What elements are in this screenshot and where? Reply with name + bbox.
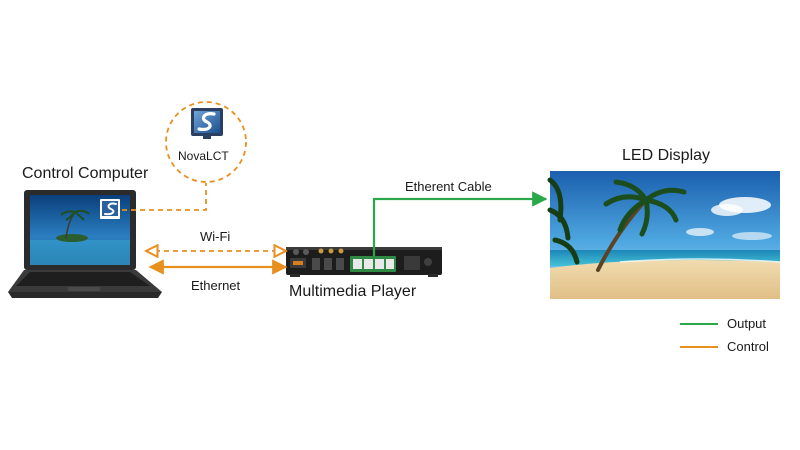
multimedia-player-box-icon bbox=[286, 247, 442, 277]
legend-output-label: Output bbox=[727, 316, 767, 331]
led-display-beach-icon bbox=[547, 171, 781, 299]
laptop-icon bbox=[8, 190, 162, 298]
software-dashed-circle bbox=[165, 101, 247, 183]
cable-label: Etherent Cable bbox=[405, 179, 492, 194]
control-computer-label: Control Computer bbox=[22, 165, 149, 182]
software-label: NovaLCT bbox=[178, 149, 229, 163]
multimedia-player-label: Multimedia Player bbox=[289, 283, 417, 300]
software-link-line bbox=[122, 183, 207, 211]
legend-control-label: Control bbox=[727, 339, 769, 354]
output-cable-line bbox=[372, 191, 548, 256]
novalct-logo-icon bbox=[191, 108, 223, 139]
ethernet-label: Ethernet bbox=[191, 278, 241, 293]
wifi-label: Wi-Fi bbox=[200, 229, 231, 244]
led-display-label: LED Display bbox=[622, 147, 711, 164]
